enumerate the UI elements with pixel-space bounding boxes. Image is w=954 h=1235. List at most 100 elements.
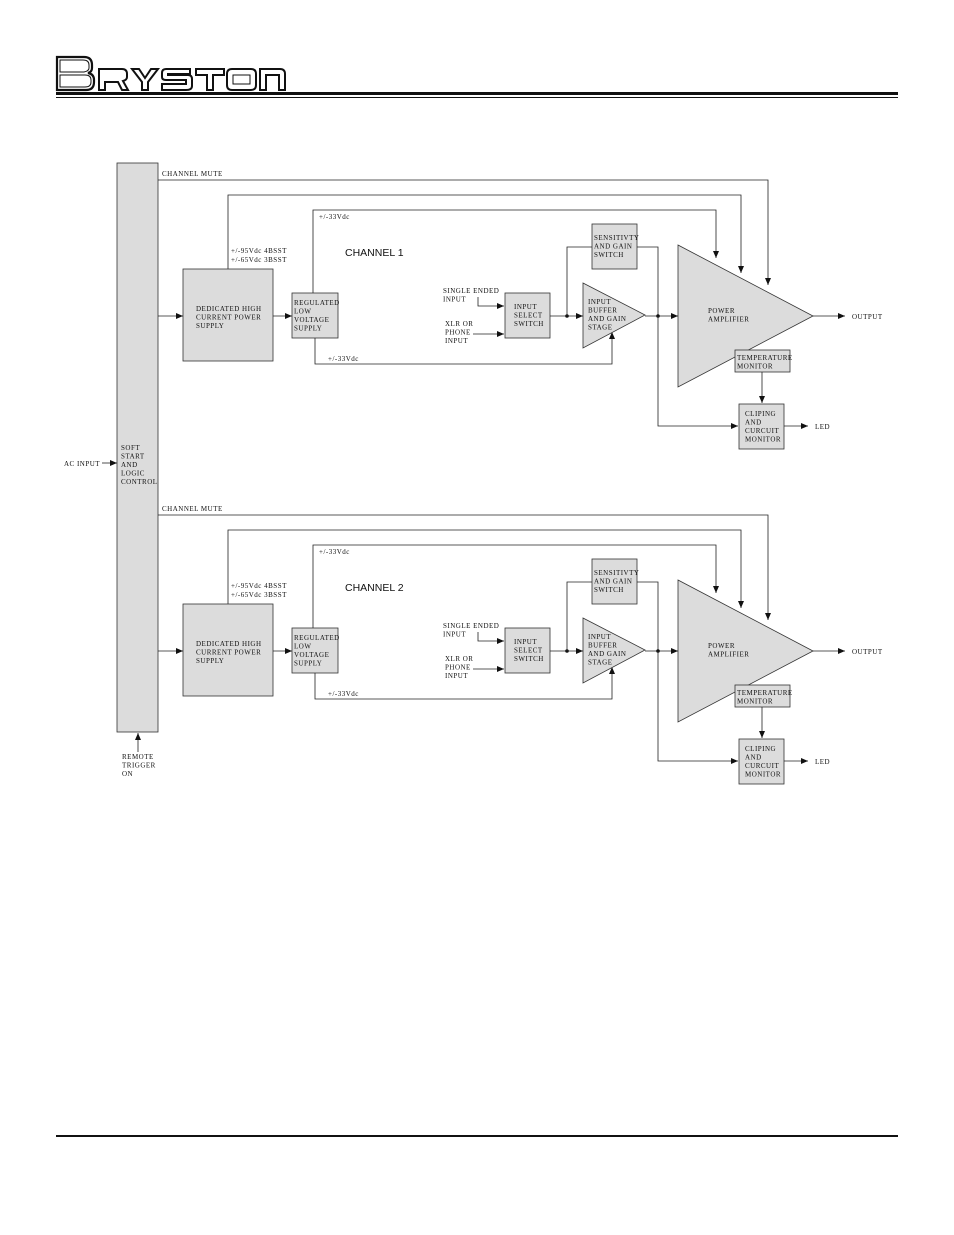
- clip-text-line: MONITOR: [745, 436, 781, 444]
- hv-rail-labels-line: +/-65Vdc 3BSST: [231, 591, 287, 599]
- xlr-label-line: PHONE: [445, 329, 471, 337]
- clip-text-line: CLIPING: [745, 410, 776, 418]
- buffer-text-line: STAGE: [588, 659, 613, 667]
- bryston-logo: [55, 55, 286, 92]
- soft-start-text-line: AND: [121, 461, 138, 469]
- sensitivity-return-wire: [637, 581, 659, 651]
- clip-text-line: MONITOR: [745, 771, 781, 779]
- buffer-to-clip: [657, 651, 738, 764]
- power-amp-text-line: AMPLIFIER: [708, 651, 749, 659]
- single-ended-label-line: INPUT: [443, 296, 466, 304]
- buffer-text-line: BUFFER: [588, 307, 617, 315]
- temperature-text-line: TEMPERATURE: [737, 689, 793, 697]
- psu-text-line: CURRENT POWER: [196, 314, 261, 322]
- sensitivity-text-line: SWITCH: [594, 586, 624, 594]
- hv-rail-labels: +/-95Vdc 4BSST+/-65Vdc 3BSST: [231, 582, 287, 599]
- hv-rail-labels: +/-95Vdc 4BSST+/-65Vdc 3BSST: [231, 247, 287, 264]
- led-label: LED: [815, 758, 830, 766]
- channel-title: CHANNEL 1: [345, 247, 404, 259]
- input-select-text-line: INPUT: [514, 638, 537, 646]
- rail-high-wire: [312, 544, 719, 628]
- sensitivity-feed-wire: [566, 246, 592, 316]
- temperature-text-line: TEMPERATURE: [737, 354, 793, 362]
- channel-mute-wire: [158, 514, 771, 620]
- temperature-text-line: MONITOR: [737, 363, 773, 371]
- single-ended-wire: [477, 632, 504, 644]
- input-buffer-triangle: [582, 282, 646, 349]
- channel-mute-label: CHANNEL MUTE: [162, 505, 223, 513]
- remote-trigger-text-line: ON: [122, 770, 133, 778]
- input-select-text-line: SWITCH: [514, 655, 544, 663]
- buffer-text-line: STAGE: [588, 324, 613, 332]
- input-select-text-line: INPUT: [514, 303, 537, 311]
- input-select-block: [504, 292, 551, 339]
- output-label: OUTPUT: [852, 313, 883, 321]
- soft-start-text-line: START: [121, 453, 145, 461]
- reg-text-line: VOLTAGE: [294, 651, 329, 659]
- rail-high-label: +/-33Vdc: [319, 213, 350, 221]
- reg-text-line: REGULATED: [294, 634, 340, 642]
- clip-text-line: AND: [745, 754, 762, 762]
- hv-rail-wire: [227, 529, 744, 608]
- hv-rail-labels-line: +/-65Vdc 3BSST: [231, 256, 287, 264]
- xlr-label-line: INPUT: [445, 672, 468, 680]
- soft-start-text-line: LOGIC: [121, 470, 145, 478]
- single-ended-label-line: SINGLE ENDED: [443, 287, 499, 295]
- channel-2: CHANNEL MUTE +/-95Vdc 4BSST+/-65Vdc 3BSST…: [158, 505, 883, 785]
- soft-start-logic-block: [116, 162, 159, 733]
- junction-dot: [565, 649, 569, 653]
- output-label: OUTPUT: [852, 648, 883, 656]
- input-select-block: [504, 627, 551, 674]
- reg-text-line: SUPPLY: [294, 325, 322, 333]
- input-select-text-line: SWITCH: [514, 320, 544, 328]
- rail-high-wire: [312, 209, 719, 293]
- rail-low-wire: [314, 332, 615, 365]
- rail-low-label: +/-33Vdc: [328, 690, 359, 698]
- single-ended-wire: [477, 297, 504, 309]
- reg-text-line: LOW: [294, 308, 311, 316]
- buffer-text-line: INPUT: [588, 633, 611, 641]
- buffer-text-line: AND GAIN: [588, 315, 626, 323]
- psu-text-line: DEDICATED HIGH: [196, 305, 262, 313]
- reg-text-line: LOW: [294, 643, 311, 651]
- sensitivity-text-line: SWITCH: [594, 251, 624, 259]
- power-amp-text-line: POWER: [708, 307, 735, 315]
- rail-high-label: +/-33Vdc: [319, 548, 350, 556]
- sensitivity-text-line: AND GAIN: [594, 243, 632, 251]
- input-select-text-line: SELECT: [514, 312, 543, 320]
- input-buffer-triangle: [582, 617, 646, 684]
- xlr-label-line: XLR OR: [445, 320, 473, 328]
- remote-trigger-text-line: REMOTE: [122, 753, 154, 761]
- sensitivity-block: [591, 558, 638, 605]
- sensitivity-text-line: AND GAIN: [594, 578, 632, 586]
- sensitivity-text-line: SENSITIVTY: [594, 234, 639, 242]
- hv-rail-wire: [227, 194, 744, 273]
- sensitivity-text-line: SENSITIVTY: [594, 569, 639, 577]
- reg-text-line: VOLTAGE: [294, 316, 329, 324]
- clip-monitor-block: [738, 738, 785, 785]
- single-ended-label-line: INPUT: [443, 631, 466, 639]
- buffer-text-line: BUFFER: [588, 642, 617, 650]
- soft-start-text-line: CONTROL: [121, 478, 158, 486]
- sensitivity-return-wire: [637, 246, 659, 316]
- rail-low-wire: [314, 667, 615, 700]
- channel-mute-label: CHANNEL MUTE: [162, 170, 223, 178]
- sensitivity-feed-wire: [566, 581, 592, 651]
- channel-1: CHANNEL MUTE +/-95Vdc 4BSST+/-65Vdc 3BSST…: [158, 170, 883, 450]
